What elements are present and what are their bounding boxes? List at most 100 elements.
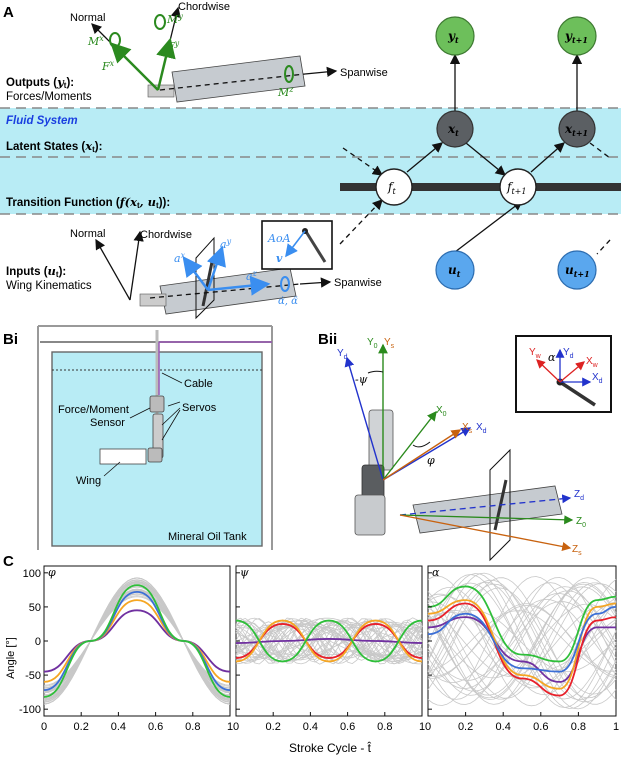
background-trace [427,586,617,696]
moment-z-label: Mz [277,85,294,99]
x-to-f-arrow [465,142,507,176]
background-trace [427,590,617,692]
series-line-0 [235,638,423,644]
output-node-t1 [557,16,597,56]
y-tick-label: -100 [19,704,41,716]
x-tick-label: 0.8 [571,721,586,733]
force-y-arrow [156,37,176,91]
background-trace [235,623,423,659]
transition-bar [340,183,621,191]
y-axis-label: Angle [°] [5,637,17,679]
inset-xw [559,361,585,383]
servo-leader [161,407,181,426]
f-to-x-arrow [406,142,444,173]
background-trace [43,593,231,689]
x-tick-label: 1 [227,721,233,733]
outgoing-arrow [589,142,611,159]
y0-label: Y0 [367,337,378,350]
spanwise-axis [159,73,306,91]
accel-z-arrow [207,275,271,296]
alpha-inset: Yw Yd α Xw Xd [515,335,612,413]
plot-area [43,565,231,717]
moment-z-icon [284,65,294,83]
inset-yd-label: Yd [563,347,574,360]
series-line-1 [235,623,423,659]
series-line-3 [235,619,423,663]
background-trace [427,582,617,700]
outputs-row-title: Outputs (yt): [6,75,74,90]
input-wing-diagram: Normal Chordwise Spanwise ax ay az α̇, α… [70,220,382,320]
aoa-inset-spar [303,229,327,263]
accel-z-label: az [246,269,258,283]
transition-node-t [375,168,413,206]
background-trace [43,590,231,692]
series-line-3 [43,584,231,698]
axis-x0 [382,410,437,481]
zd-label: Zd [574,489,584,502]
wing-label: Wing [76,475,101,487]
latent-row-title: Latent States (xt): [6,139,102,154]
servo-leader [167,401,181,407]
sensor-leader [129,407,151,419]
accel-y-label: ay [220,237,232,251]
sensor-label-line1: Force/Moment [58,404,129,416]
xs-label: Xs [462,422,473,435]
wing-mount [139,293,167,307]
x-tick-label: 0 [233,721,239,733]
top-spanwise-label: Spanwise [340,67,388,79]
panel-bii-label: Bii [318,331,337,348]
x-axis-label: Stroke Cycle - t̂ [289,740,372,755]
top-normal-label: Normal [70,12,105,24]
robot-base [354,494,386,536]
input-node-t-label: ut [448,263,461,279]
transition-node-t1 [499,168,537,206]
wing-plate [171,55,306,103]
force-x-arrow [110,42,159,91]
output-node-t [435,16,475,56]
axis-xs [382,429,462,481]
phi-label: φ [427,454,435,467]
axis-zd [399,494,572,516]
background-trace [427,609,617,673]
psi-arc [367,370,384,374]
tank-frame [37,325,273,550]
series-line-4 [427,606,617,673]
bottom-chordwise-label: Chordwise [140,229,192,241]
inset-yw-label: Yw [529,347,542,360]
inset-alpha-label: α [548,351,556,364]
inputs-row-desc: Wing Kinematics [6,280,92,292]
robot-upper [368,409,394,471]
moment-y-icon [154,14,166,30]
spanwise-axis [149,283,301,299]
transition-node-t1-label: ft+1 [506,180,526,196]
axis-zs [399,514,572,551]
axis-z0 [399,514,574,525]
cable-label: Cable [184,378,213,390]
outputs-row-desc: Forces/Moments [6,91,92,103]
wing-plate [159,267,297,315]
pitch-rate-label: α̇, α̈ [278,296,298,307]
moment-x-icon [109,32,121,48]
background-trace [427,610,617,672]
panel-bi-label: Bi [3,331,18,348]
accel-x-label: ax [174,251,186,265]
bii-wing-plate [412,485,563,534]
x-tick-label: 0.6 [533,721,548,733]
x-tick-label: 0.6 [148,721,163,733]
incoming-latent-arrow [342,147,384,176]
u-to-f1-arrow [454,200,524,253]
latent-node-t1-label: xt+1 [564,122,588,138]
series-line-1 [427,602,617,697]
background-trace [235,619,423,663]
f1-to-x1-arrow [530,142,565,173]
bottom-normal-label: Normal [70,228,105,240]
x-tick-label: 0.4 [111,721,126,733]
latent-node-t-label: xt [447,122,459,138]
phi-arc [412,441,431,448]
output-node-t1-label: yt+1 [564,29,588,45]
x-tick-label: 0.8 [185,721,200,733]
x-tick-label: 1 [419,721,425,733]
